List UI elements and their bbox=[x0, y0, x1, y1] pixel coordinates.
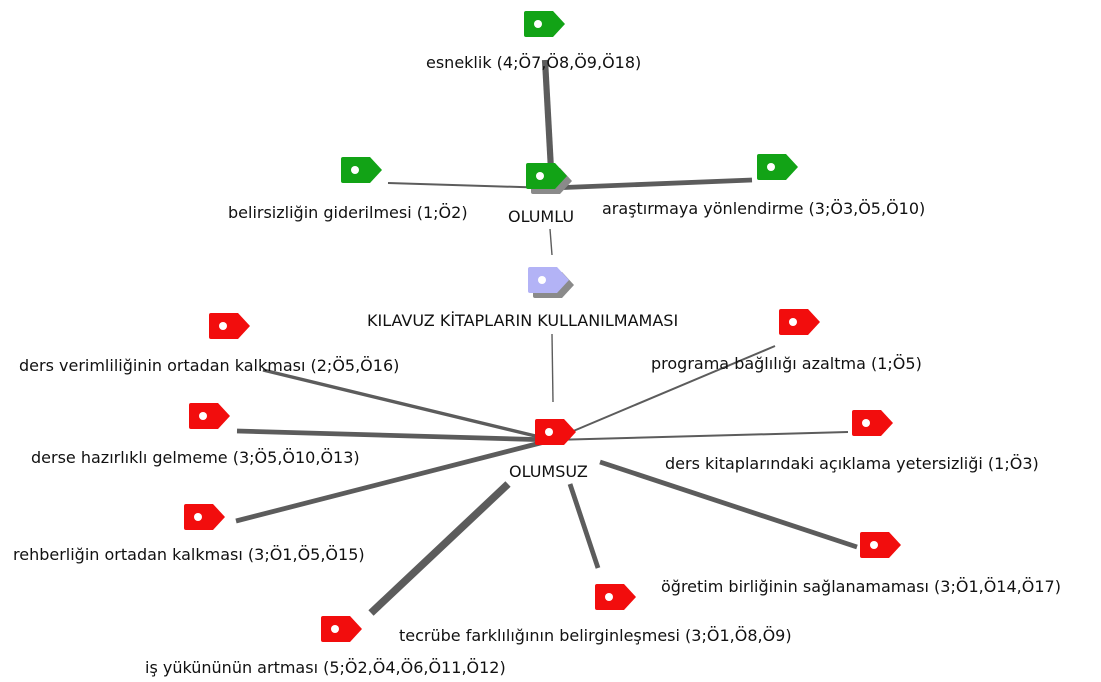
edge-olumsuz-ders-verimliligi bbox=[262, 368, 553, 442]
edge-olumsuz-tecrube-farkliligi bbox=[567, 483, 601, 569]
edge-olumlu-belirsizligin-giderilmesi bbox=[387, 182, 553, 189]
rehberlik-label: rehberliğin ortadan kalkması (3;Ö1,Ö5,Ö1… bbox=[13, 545, 365, 564]
edge-olumsuz-is-yuku bbox=[368, 481, 511, 616]
is-yuku-node-icon[interactable] bbox=[320, 615, 368, 653]
olumsuz-node-label: OLUMSUZ bbox=[509, 462, 588, 481]
aciklama-yetersizligi-node-icon[interactable] bbox=[851, 409, 899, 447]
aciklama-yetersizligi-label: ders kitaplarındaki açıklama yetersizliğ… bbox=[665, 454, 1039, 473]
derse-hazirlikli-label: derse hazırlıklı gelmeme (3;Ö5,Ö10,Ö13) bbox=[31, 448, 360, 467]
edge-center-olumlu bbox=[549, 228, 553, 256]
arastirmaya-yonlendirme-node-icon[interactable] bbox=[756, 153, 804, 191]
is-yuku-label: iş yükününün artması (5;Ö2,Ö4,Ö6,Ö11,Ö12… bbox=[145, 658, 506, 677]
olumlu-node-icon[interactable] bbox=[525, 162, 573, 200]
programa-baglilik-label: programa bağlılığı azaltma (1;Ö5) bbox=[651, 354, 922, 373]
belirsizligin-giderilmesi-label: belirsizliğin giderilmesi (1;Ö2) bbox=[228, 203, 468, 222]
edge-olumsuz-rehberlik bbox=[235, 437, 553, 524]
olumsuz-node-icon[interactable] bbox=[534, 418, 582, 456]
center-node-icon[interactable] bbox=[527, 266, 575, 304]
ders-verimliligi-node-icon[interactable] bbox=[208, 312, 256, 350]
esneklik-label: esneklik (4;Ö7,Ö8,Ö9,Ö18) bbox=[426, 53, 642, 72]
belirsizligin-giderilmesi-node-icon[interactable] bbox=[340, 156, 388, 194]
edge-center-olumsuz bbox=[551, 333, 554, 403]
edge-olumsuz-aciklama-yetersizligi bbox=[551, 431, 849, 441]
programa-baglilik-node-icon[interactable] bbox=[778, 308, 826, 346]
olumlu-node-label: OLUMLU bbox=[508, 207, 575, 226]
edge-olumsuz-programa-baglilik bbox=[551, 345, 776, 441]
tecrube-farkliligi-node-icon[interactable] bbox=[594, 583, 642, 621]
center-node-label: KILAVUZ KİTAPLARIN KULLANILMAMASI bbox=[367, 311, 679, 330]
ogretim-birligi-node-icon[interactable] bbox=[859, 531, 907, 569]
arastirmaya-yonlendirme-label: araştırmaya yönlendirme (3;Ö3,Ö5,Ö10) bbox=[602, 199, 926, 218]
ogretim-birligi-label: öğretim birliğinin sağlanamaması (3;Ö1,Ö… bbox=[661, 577, 1061, 596]
esneklik-node-icon[interactable] bbox=[523, 10, 571, 48]
ders-verimliligi-label: ders verimliliğinin ortadan kalkması (2;… bbox=[19, 356, 400, 375]
rehberlik-node-icon[interactable] bbox=[183, 503, 231, 541]
edge-olumlu-arastirmaya-yonlendirme bbox=[551, 177, 753, 191]
edge-olumsuz-derse-hazirlikli bbox=[236, 428, 553, 443]
edge-olumsuz-ogretim-birligi bbox=[599, 459, 858, 550]
tecrube-farkliligi-label: tecrübe farklılığının belirginleşmesi (3… bbox=[399, 626, 792, 645]
derse-hazirlikli-node-icon[interactable] bbox=[188, 402, 236, 440]
